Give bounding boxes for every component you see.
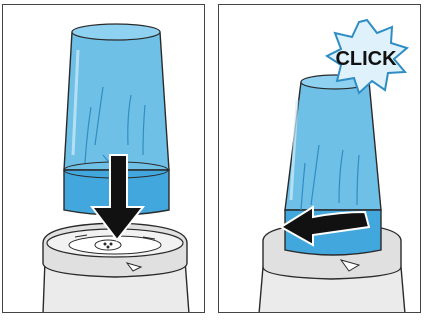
twist-illustration: CLICK xyxy=(219,5,421,313)
step-panel-insert xyxy=(2,4,205,313)
insert-illustration xyxy=(3,5,205,313)
step-panel-twist: CLICK xyxy=(218,4,421,313)
click-label: CLICK xyxy=(335,48,397,70)
